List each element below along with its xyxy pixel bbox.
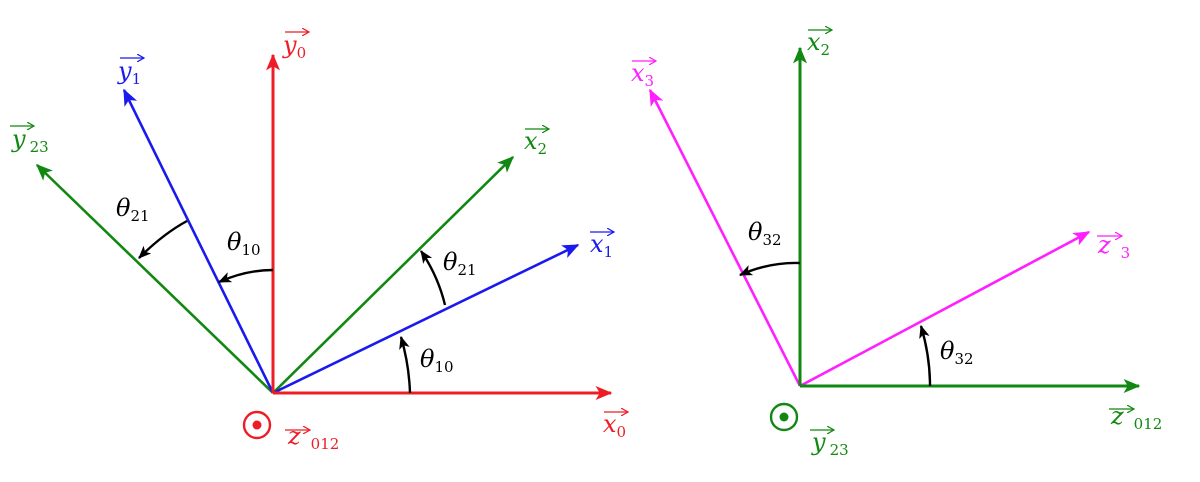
svg-text:z3: z3 [1097, 231, 1130, 262]
axis-z3 [799, 230, 1091, 388]
svg-text:x2: x2 [807, 28, 830, 59]
svg-text:x1: x1 [590, 230, 613, 261]
arc-theta10-upper [218, 268, 274, 284]
svg-text:x3: x3 [631, 59, 654, 90]
svg-text:y23: y23 [11, 125, 49, 156]
axis-x1 [272, 243, 580, 395]
label-theta21-upper: θ21 [116, 194, 150, 225]
out-of-page-vector-icon [242, 410, 272, 440]
label-x1: x1 [590, 230, 614, 261]
svg-text:y1: y1 [117, 57, 141, 88]
svg-text:x0: x0 [603, 410, 626, 441]
arc-theta21-lower [420, 250, 447, 306]
label-theta10-lower: θ10 [420, 345, 454, 376]
label-x0: x0 [603, 410, 628, 441]
label-y0: y0 [282, 31, 309, 62]
svg-text:y0: y0 [282, 31, 306, 62]
axis-x3 [648, 88, 802, 387]
out-of-page-vector-icon [769, 402, 799, 432]
label-theta21-lower: θ21 [443, 248, 477, 279]
svg-text:y23: y23 [811, 428, 849, 459]
axis-x2 [272, 156, 514, 394]
svg-text:x2: x2 [524, 127, 547, 158]
arc-theta32-upper [739, 261, 801, 277]
label-theta32-upper: θ32 [748, 218, 782, 249]
label-y1: y1 [117, 57, 144, 88]
label-x2: x2 [524, 127, 549, 158]
arc-theta32-lower [919, 324, 932, 387]
axis-y23 [35, 164, 274, 394]
label-theta10-upper: θ10 [227, 228, 261, 259]
label-x3: x3 [631, 59, 656, 90]
axis-y1 [122, 88, 275, 394]
arc-theta21-upper [138, 219, 188, 259]
label-x2-right: x2 [807, 28, 832, 59]
label-theta32-lower: θ32 [940, 337, 974, 368]
arc-theta10-lower [399, 335, 412, 394]
